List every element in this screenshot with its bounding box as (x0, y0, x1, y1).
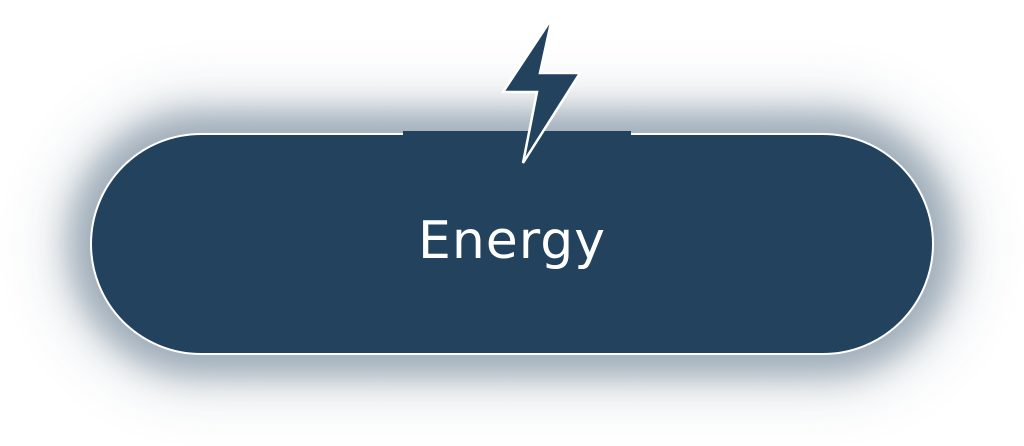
energy-button-label: Energy (417, 211, 607, 271)
border-gap (403, 131, 631, 136)
energy-button[interactable]: Energy (90, 133, 934, 355)
